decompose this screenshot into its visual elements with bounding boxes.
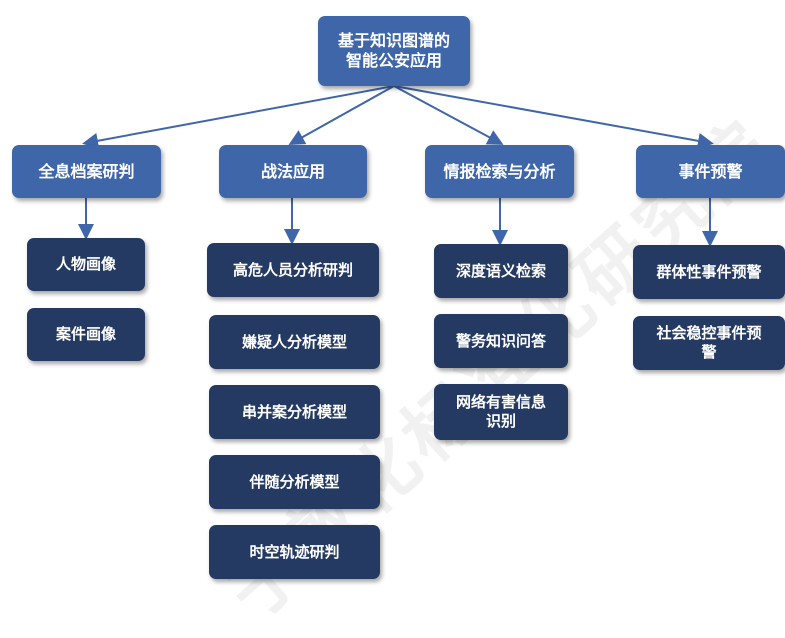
connector-root-tactics: [288, 85, 395, 145]
diagram-canvas: 于敦化标准化研究院 基于知识图谱的 智能公安应用 全息档案研判 战法应用 情报检…: [12, 16, 785, 635]
leaf-node-trajectory: 时空轨迹研判: [209, 525, 380, 579]
leaf-node-high-risk: 高危人员分析研判: [207, 243, 379, 297]
leaf-node-suspect-model: 嫌疑人分析模型: [209, 315, 380, 369]
connector-layer: [78, 85, 718, 247]
leaf-node-companion-model: 伴随分析模型: [209, 455, 380, 509]
category-node-profile: 全息档案研判: [12, 145, 161, 198]
connector-root-profile: [82, 85, 395, 149]
leaf-node-serial-case-model: 串并案分析模型: [209, 385, 380, 439]
leaf-node-case-profile: 案件画像: [27, 308, 145, 361]
leaf-node-harmful-info: 网络有害信息 识别: [434, 384, 568, 440]
root-node: 基于知识图谱的 智能公安应用: [318, 16, 470, 86]
category-node-tactics: 战法应用: [219, 145, 367, 198]
leaf-node-stability-event: 社会稳控事件预 警: [633, 316, 785, 370]
connector-root-intelligence: [393, 85, 504, 145]
category-node-warning: 事件预警: [636, 145, 785, 198]
connector-root-warning: [393, 85, 714, 149]
leaf-node-semantic-search: 深度语义检索: [434, 244, 568, 298]
leaf-node-police-qa: 警务知识问答: [434, 314, 568, 368]
leaf-node-person-profile: 人物画像: [27, 238, 145, 291]
leaf-node-group-event: 群体性事件预警: [633, 245, 785, 299]
category-node-intelligence: 情报检索与分析: [425, 145, 574, 198]
